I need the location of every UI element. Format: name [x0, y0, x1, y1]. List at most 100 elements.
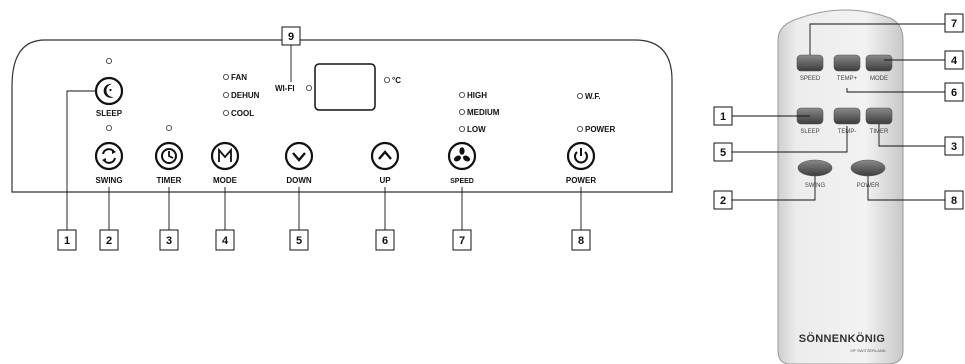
mode-led-dehun-label: DEHUN — [231, 91, 260, 100]
svg-text:5: 5 — [720, 147, 726, 159]
svg-text:4: 4 — [222, 235, 229, 247]
svg-text:5: 5 — [296, 235, 302, 247]
callout-9: 9 — [281, 26, 301, 46]
speed-led-medium — [458, 109, 465, 116]
temperature-display — [314, 63, 376, 111]
mode-button-label: MODE — [213, 176, 238, 185]
remote-temp-plus-label: TEMP+ — [837, 76, 858, 82]
up-button[interactable] — [370, 141, 400, 171]
mode-led-fan-label: FAN — [231, 73, 247, 82]
svg-text:9: 9 — [288, 31, 294, 43]
mode-led-cool — [222, 110, 229, 117]
panel-leader-lines — [66, 45, 582, 230]
remote-power-button[interactable] — [850, 159, 886, 177]
svg-text:1: 1 — [64, 235, 70, 247]
remote-callout-8: 8 — [944, 190, 964, 210]
timer-button[interactable] — [154, 141, 184, 171]
svg-text:1: 1 — [720, 111, 726, 123]
svg-text:7: 7 — [459, 235, 465, 247]
remote-callout-3: 3 — [944, 136, 964, 156]
mode-led-group: FAN DEHUN COOL — [222, 73, 260, 118]
remote-callout-4: 4 — [944, 50, 964, 70]
svg-text:4: 4 — [951, 55, 958, 67]
swing-button-label: SWING — [95, 176, 122, 185]
callout-8: 8 — [571, 229, 591, 251]
remote-leader-lines — [732, 23, 945, 201]
speed-button[interactable] — [447, 141, 477, 171]
power-led — [577, 126, 584, 133]
svg-text:6: 6 — [951, 87, 957, 99]
remote-body — [777, 9, 904, 364]
remote-brand: SÖNNENKÖNIG — [799, 332, 885, 345]
sleep-led — [106, 58, 113, 65]
swing-button[interactable] — [94, 141, 124, 171]
mode-led-dehun — [222, 92, 229, 99]
sleep-button[interactable] — [94, 76, 124, 106]
speed-led-group: HIGH MEDIUM LOW — [458, 91, 500, 134]
svg-text:2: 2 — [720, 195, 726, 207]
remote-callout-1: 1 — [713, 106, 733, 126]
wf-led-label: W.F. — [585, 92, 601, 101]
wifi-label: WI-FI — [275, 84, 295, 93]
remote-swing-button[interactable] — [797, 159, 833, 177]
wifi-led — [305, 85, 312, 92]
remote-temp-minus-button[interactable] — [833, 107, 861, 125]
mode-m-icon — [218, 147, 232, 162]
callout-6: 6 — [375, 229, 395, 251]
mode-button[interactable] — [210, 141, 240, 171]
remote-sleep-label: SLEEP — [800, 129, 819, 135]
svg-text:2: 2 — [106, 235, 112, 247]
remote-mode-button[interactable] — [865, 54, 893, 72]
remote-temp-plus-button[interactable] — [833, 54, 861, 72]
sleep-button-label: SLEEP — [96, 109, 123, 118]
svg-text:8: 8 — [578, 235, 584, 247]
speed-led-low — [458, 126, 465, 133]
timer-led — [165, 125, 172, 132]
svg-text:8: 8 — [951, 195, 957, 207]
callout-2: 2 — [99, 229, 119, 251]
timer-button-label: TIMER — [157, 176, 182, 185]
clock-icon — [161, 148, 177, 164]
fan-icon — [453, 147, 471, 162]
power-button-label: POWER — [566, 176, 596, 185]
speed-led-high — [458, 92, 465, 99]
callout-1: 1 — [57, 229, 77, 251]
mode-led-cool-label: COOL — [231, 109, 254, 118]
power-led-label: POWER — [585, 125, 615, 134]
swing-led — [106, 125, 113, 132]
power-button[interactable] — [566, 141, 596, 171]
remote-speed-label: SPEED — [800, 76, 821, 82]
up-button-label: UP — [379, 176, 391, 185]
swing-arrows-icon — [102, 148, 116, 164]
remote-mode-label: MODE — [870, 76, 888, 82]
remote-callout-2: 2 — [713, 190, 733, 210]
down-button-label: DOWN — [286, 176, 312, 185]
speed-led-medium-label: MEDIUM — [467, 108, 500, 117]
celsius-led — [383, 77, 390, 84]
remote-callout-6: 6 — [944, 82, 964, 102]
power-icon — [574, 148, 588, 164]
chevron-down-icon — [292, 152, 306, 162]
speed-led-high-label: HIGH — [467, 91, 487, 100]
wf-led — [577, 93, 584, 100]
svg-text:6: 6 — [382, 235, 388, 247]
remote-timer-button[interactable] — [865, 107, 893, 125]
remote-callout-5: 5 — [713, 142, 733, 162]
moon-icon — [103, 83, 114, 98]
callout-4: 4 — [215, 229, 235, 251]
speed-button-label: SPEED — [450, 178, 474, 185]
speed-led-low-label: LOW — [467, 125, 486, 134]
celsius-label: °C — [392, 76, 401, 85]
remote-brand-sub: OF SWITZERLAND — [850, 348, 885, 353]
svg-text:3: 3 — [166, 235, 172, 247]
chevron-up-icon — [378, 150, 392, 160]
remote-speed-button[interactable] — [796, 54, 824, 72]
svg-text:3: 3 — [951, 141, 957, 153]
callout-5: 5 — [289, 229, 309, 251]
callout-3: 3 — [159, 229, 179, 251]
svg-text:7: 7 — [951, 18, 957, 30]
mode-led-fan — [222, 74, 229, 81]
callout-7: 7 — [452, 229, 472, 251]
down-button[interactable] — [284, 141, 314, 171]
